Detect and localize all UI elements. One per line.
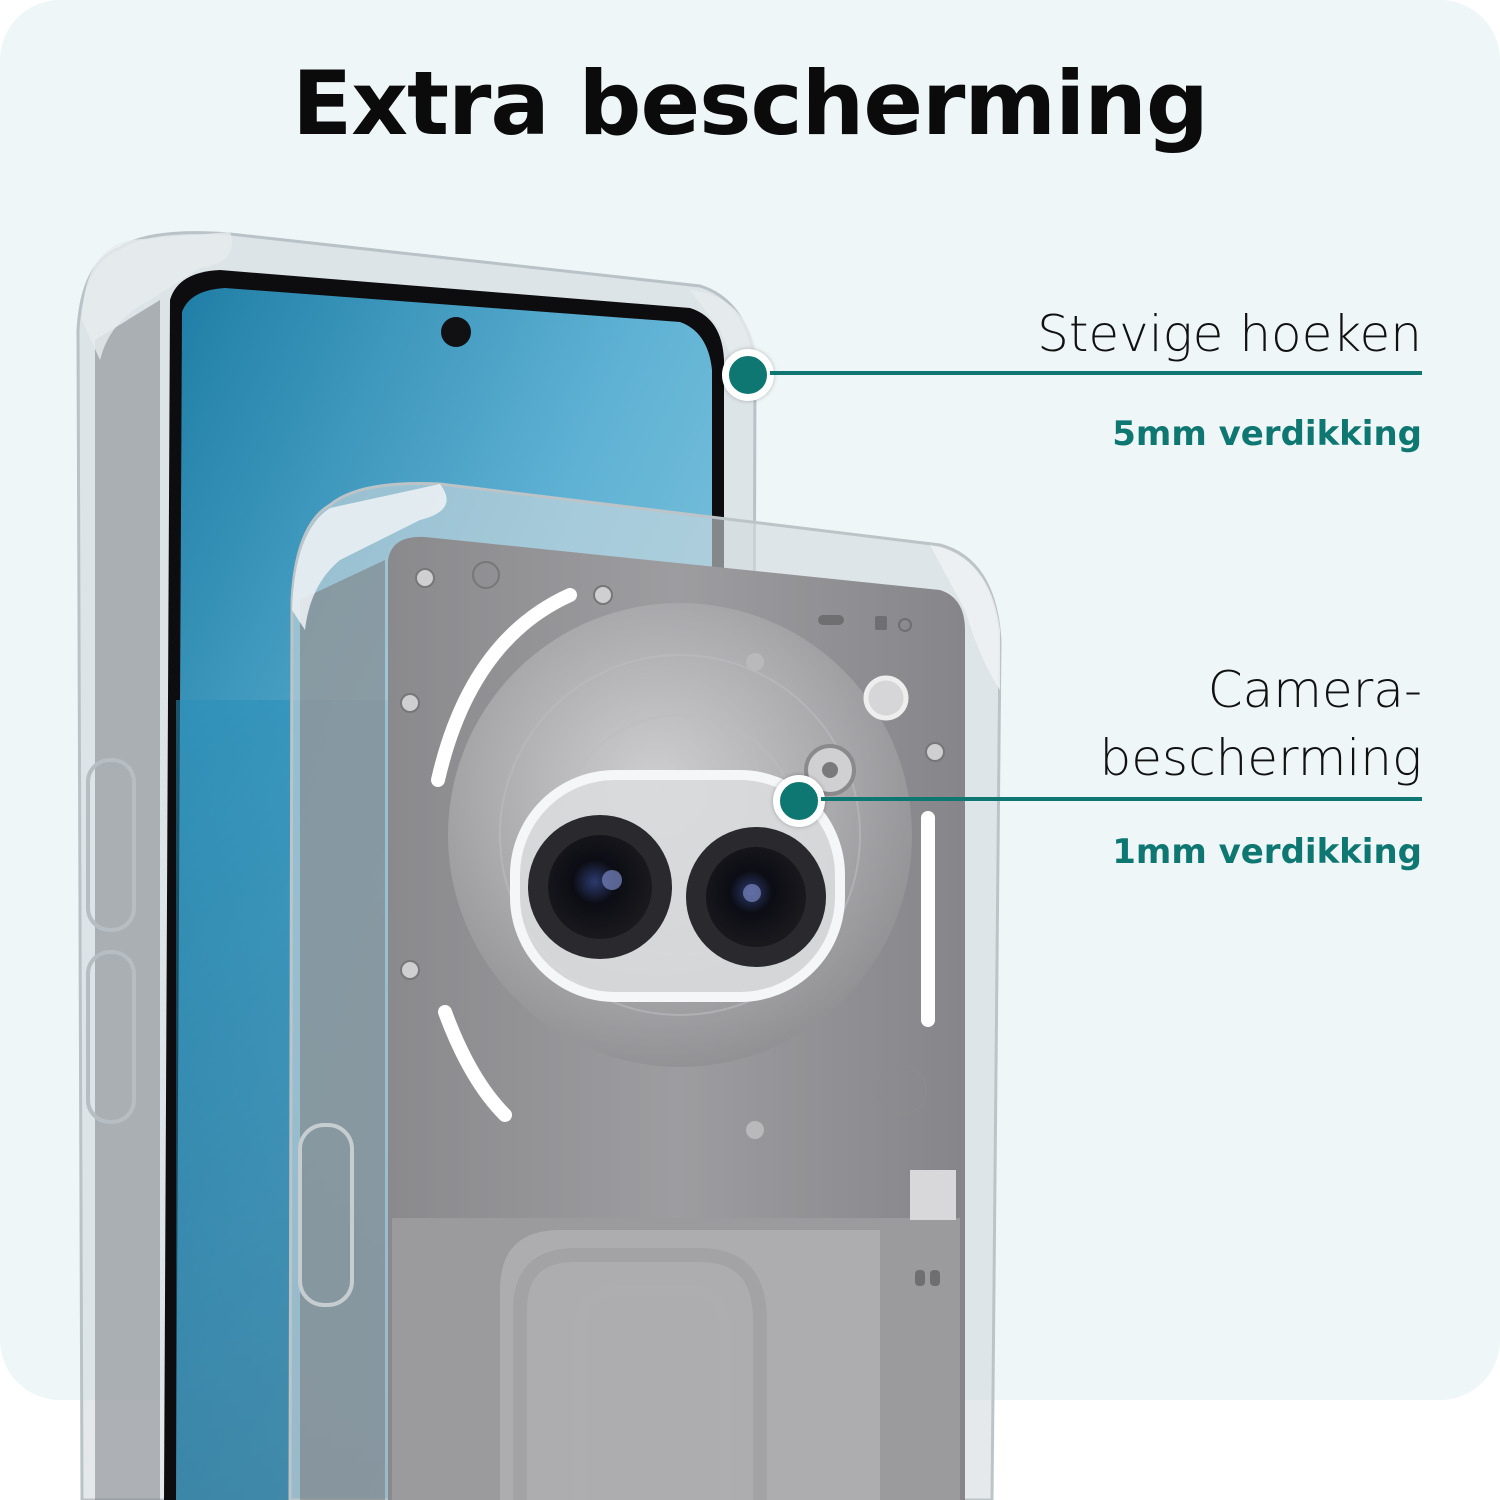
callout-camera: Camera- bescherming 1mm verdikking xyxy=(1002,656,1422,872)
callout-label-line2: bescherming xyxy=(1099,729,1422,787)
callout-detail: 1mm verdikking xyxy=(1112,832,1422,872)
corner-marker-dot xyxy=(722,349,774,401)
page-title: Extra bescherming xyxy=(292,52,1209,155)
back-phone xyxy=(288,482,1002,1500)
callout-label: Stevige hoeken xyxy=(1037,305,1422,363)
callout-detail: 5mm verdikking xyxy=(1112,414,1422,454)
callout-label-line1: Camera- xyxy=(1207,661,1422,719)
front-camera-icon xyxy=(441,317,471,347)
corner-leader-line xyxy=(770,371,1422,375)
callout-corners: Stevige hoeken 5mm verdikking xyxy=(1037,300,1422,454)
camera-leader-line xyxy=(821,797,1422,801)
camera-marker-dot xyxy=(773,775,825,827)
